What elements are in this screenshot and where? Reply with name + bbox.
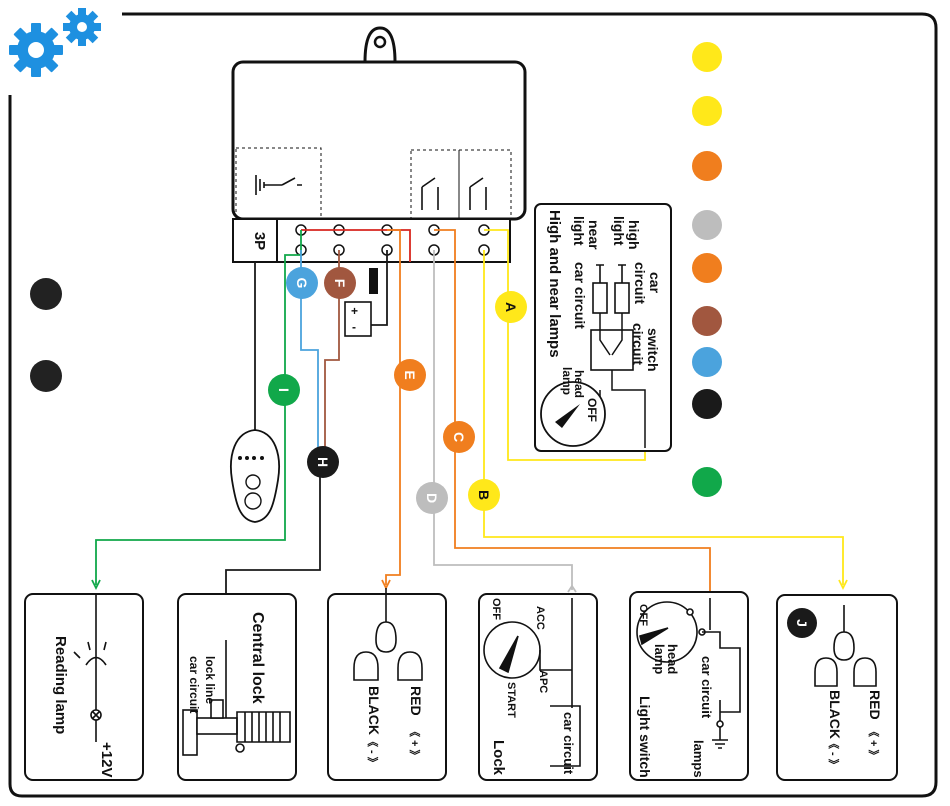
light-lamp-label: lamp [652, 644, 667, 674]
label-light: light [611, 216, 627, 246]
red-label: RED [867, 690, 883, 720]
svg-text:I: I [276, 388, 292, 392]
svg-text:E: E [402, 370, 418, 379]
lock-off-label: OFF [490, 598, 502, 620]
svg-text:J: J [794, 619, 810, 627]
gear-icon [9, 8, 101, 77]
svg-text:B: B [476, 490, 492, 500]
component-boxes [25, 592, 897, 780]
lock-line-label: lock line [203, 656, 217, 704]
label-circuit: circuit [630, 323, 646, 365]
remote-fob [231, 430, 279, 522]
binder-hole [30, 360, 62, 392]
svg-text:C: C [451, 432, 467, 442]
relay-label: 3P [251, 232, 268, 250]
badge-J: J [787, 608, 817, 638]
svg-text:-: - [352, 320, 356, 334]
badge-A: A [495, 291, 527, 323]
badge-C: C [443, 421, 475, 453]
lock-title: Lock [490, 740, 507, 776]
label-car: car [647, 272, 663, 294]
label-switch: switch [645, 328, 661, 372]
light-car-circuit: car circuit [699, 656, 714, 719]
label-high: high [626, 220, 642, 250]
lock-car-circuit: car circuit [561, 712, 576, 775]
badge-D: D [416, 482, 448, 514]
badge-E: E [394, 359, 426, 391]
red-label: RED [408, 686, 424, 716]
svg-text:G: G [294, 278, 310, 289]
svg-text:+: + [351, 304, 358, 318]
lock-start-label: START [505, 682, 517, 718]
label-circuit: circuit [632, 262, 648, 304]
central-lock-title: Central lock [249, 612, 266, 704]
swatch-orange [692, 253, 722, 283]
label-light: light [571, 216, 587, 246]
badge-F: F [324, 267, 356, 299]
label-lamp: lamp [560, 367, 574, 395]
swatch-green [692, 467, 722, 497]
svg-text:H: H [315, 457, 331, 467]
car-circuit-label: car circuit [187, 656, 201, 713]
swatch-blue [692, 347, 722, 377]
plus-12v-label: +12V [98, 742, 115, 777]
svg-text:A: A [503, 302, 519, 312]
swatch-orange [692, 151, 722, 181]
label-near: near [586, 220, 602, 250]
light-switch-title: Light switch [637, 696, 653, 778]
headlamp-title: High and near lamps [546, 210, 563, 358]
label-car-circuit: car circuit [572, 262, 588, 329]
legend-swatches [692, 42, 722, 497]
reading-lamp-title: Reading lamp [52, 636, 69, 734]
minus-label: 《 - 》 [827, 738, 840, 770]
lock-acc-label: ACC [534, 606, 546, 630]
svg-text:F: F [332, 279, 348, 288]
light-off-label: OFF [637, 604, 649, 626]
badge-H: H [307, 446, 339, 478]
black-label: BLACK [366, 686, 382, 735]
lock-apc-label: APC [537, 670, 549, 693]
black-label: BLACK [827, 690, 843, 739]
badge-I: I [268, 374, 300, 406]
binder-hole [30, 278, 62, 310]
swatch-yellow [692, 96, 722, 126]
swatch-gray [692, 210, 722, 240]
badge-B: B [468, 479, 500, 511]
badge-G: G [286, 267, 318, 299]
lamps-label: lamps [691, 740, 706, 778]
swatch-brown [692, 306, 722, 336]
minus-label: 《 - 》 [366, 736, 379, 768]
box-reading-lamp [25, 594, 143, 780]
plus-label: 《 + 》 [408, 726, 421, 761]
swatch-yellow [692, 42, 722, 72]
label-off: OFF [585, 398, 599, 422]
plus-label: 《 + 》 [867, 726, 880, 761]
swatch-black [692, 389, 722, 419]
svg-text:D: D [424, 493, 440, 503]
